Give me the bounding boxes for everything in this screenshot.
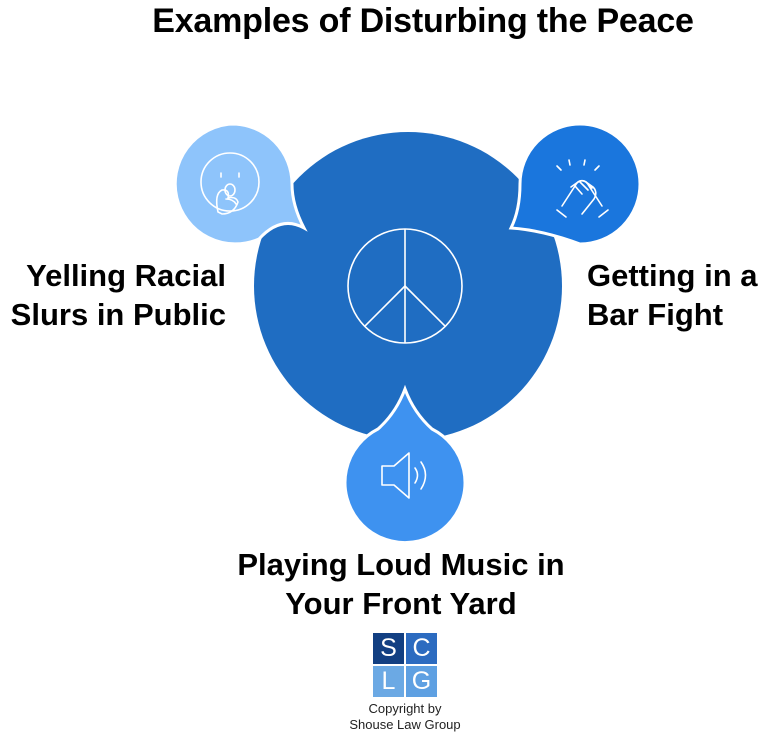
center-circle <box>254 132 562 440</box>
label-yelling: Yelling Racial Slurs in Public <box>10 258 226 332</box>
label-bar-fight: Getting in a Bar Fight <box>587 258 758 332</box>
drop-yelling <box>173 122 308 246</box>
copyright-text: Copyright by Shouse Law Group <box>349 701 461 732</box>
logo-letter-c: C <box>406 633 437 664</box>
shocked-face-icon <box>200 152 260 215</box>
logo-letter-l: L <box>373 666 404 697</box>
logo-letter-g: G <box>406 666 437 697</box>
speaker-sound-icon <box>381 452 427 499</box>
logo-letter-s: S <box>373 633 404 664</box>
page-title: Examples of Disturbing the Peace <box>152 2 694 40</box>
drop-loud-music <box>343 384 467 545</box>
sclg-logo: S C L G <box>373 633 437 697</box>
fist-bump-icon <box>556 159 609 218</box>
peace-sign-icon <box>347 228 463 344</box>
label-loud-music: Playing Loud Music in Your Front Yard <box>237 547 565 621</box>
